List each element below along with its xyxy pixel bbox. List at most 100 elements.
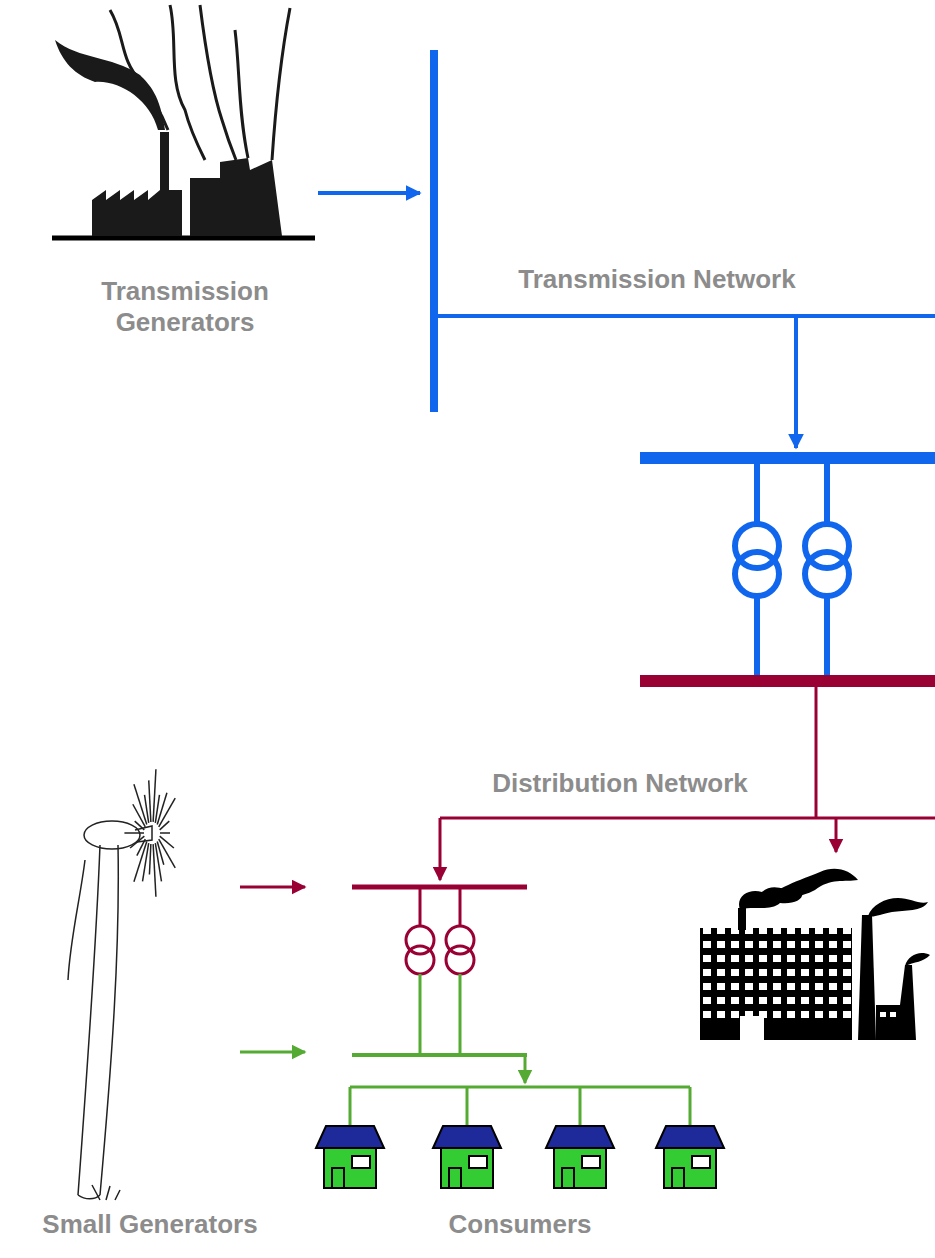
low-voltage-network-part xyxy=(459,974,462,1054)
transmission-network-part xyxy=(824,596,830,676)
low-voltage-network-part xyxy=(240,1051,305,1054)
transmission-network xyxy=(318,50,935,676)
houses-part xyxy=(352,1156,370,1168)
low-voltage-network-part xyxy=(524,1055,527,1083)
network-label: Transmission Network xyxy=(518,264,795,295)
industrial-consumer-icon-part xyxy=(905,953,930,966)
power-station-icon xyxy=(52,5,315,238)
wind-turbine-icon-part-part xyxy=(149,844,150,874)
distribution-network-part xyxy=(352,885,527,890)
transmission-network-part xyxy=(824,464,830,524)
industrial-consumer-icon-part xyxy=(876,965,916,1040)
node-label: Transmission Generators xyxy=(55,276,315,338)
power-station-icon-part xyxy=(170,5,205,160)
transmission-network-part xyxy=(430,50,438,412)
low-voltage-network-part xyxy=(689,1087,692,1126)
houses-part xyxy=(546,1126,614,1148)
wind-turbine-icon-part-part xyxy=(134,784,147,824)
transmission-network-part xyxy=(754,464,760,524)
wind-turbine-icon-part-part xyxy=(153,844,156,897)
transmission-network-part xyxy=(438,314,935,318)
low-voltage-network-part xyxy=(350,1086,690,1089)
wind-turbine-icon-part xyxy=(124,769,175,896)
distribution-network-part xyxy=(406,946,434,974)
distribution-network-part xyxy=(815,687,818,818)
wind-turbine-icon-part-part xyxy=(155,843,161,881)
distribution-network-part xyxy=(446,946,474,974)
low-voltage-network-part xyxy=(352,1053,527,1057)
houses-part xyxy=(672,1168,684,1188)
transmission-network-part xyxy=(318,191,420,195)
network-label: Distribution Network xyxy=(492,768,748,799)
low-voltage-network-part xyxy=(349,1087,352,1126)
distribution-network-part xyxy=(439,818,442,880)
icon-group: Consumers xyxy=(300,1110,740,1240)
houses-part xyxy=(562,1168,574,1188)
houses-part xyxy=(433,1126,501,1148)
low-voltage-network-part xyxy=(419,974,422,1054)
industrial-consumer-icon-part xyxy=(868,898,928,917)
transmission-network-part xyxy=(754,596,760,676)
industrial-consumer-icon-part xyxy=(700,928,852,1040)
wind-turbine-icon-part-part xyxy=(145,795,149,823)
wind-turbine-icon-part xyxy=(100,845,118,1195)
distribution-network-part xyxy=(419,889,422,926)
distribution-network-part xyxy=(459,889,462,926)
wind-turbine-icon-part-part xyxy=(143,843,149,881)
industrial-consumer-icon-part xyxy=(700,1018,852,1040)
transmission-network-part xyxy=(640,452,935,464)
distribution-network-part xyxy=(440,817,935,820)
houses-part xyxy=(692,1156,710,1168)
distribution-network-part xyxy=(640,675,935,687)
transmission-network-part xyxy=(805,552,849,596)
icon-group: Transmission Generators xyxy=(40,0,330,338)
icon-group: Small Generators xyxy=(0,780,300,1240)
industrial-consumer-icon-part xyxy=(880,1012,886,1017)
wind-turbine-icon-part-part xyxy=(130,836,144,848)
power-station-icon-part xyxy=(55,40,165,130)
houses-part xyxy=(324,1148,376,1188)
houses-part xyxy=(332,1168,344,1188)
low-voltage-network xyxy=(240,974,690,1126)
power-station-icon-part xyxy=(200,5,236,160)
industrial-consumer-icon-part xyxy=(760,869,858,905)
houses-part xyxy=(469,1156,487,1168)
power-station-icon-part xyxy=(235,30,248,158)
wind-turbine-icon-part-part xyxy=(160,821,170,830)
houses xyxy=(316,1126,724,1188)
power-station-icon-part xyxy=(52,236,315,241)
wind-turbine-icon-part xyxy=(92,1185,120,1200)
wind-turbine-icon-part-part xyxy=(160,836,174,848)
houses-part xyxy=(582,1156,600,1168)
industrial-consumer-icon xyxy=(700,869,930,1040)
transmission-network-part xyxy=(794,316,798,448)
industrial-consumer-icon-part xyxy=(740,1016,764,1040)
power-station-icon-part xyxy=(110,10,168,130)
node-label: Small Generators xyxy=(42,1209,257,1240)
houses-part xyxy=(316,1126,384,1148)
industrial-consumer-icon-part xyxy=(738,908,746,930)
houses-part xyxy=(664,1148,716,1188)
houses-part xyxy=(449,1168,461,1188)
power-station-icon-part xyxy=(92,132,182,236)
wind-turbine-icon-part xyxy=(84,821,140,849)
wind-turbine-icon-part xyxy=(68,860,85,980)
low-voltage-network-part xyxy=(466,1087,469,1126)
wind-turbine-icon-part xyxy=(78,845,100,1195)
houses-part xyxy=(656,1126,724,1148)
low-voltage-network-part xyxy=(579,1087,582,1126)
wind-turbine-icon-part-part xyxy=(160,832,170,834)
industrial-consumer-icon-part xyxy=(858,915,876,1040)
node-label: Consumers xyxy=(448,1209,591,1240)
distribution-network-part xyxy=(835,818,838,852)
wind-turbine-icon-part-part xyxy=(124,832,144,834)
power-station-icon-part xyxy=(272,8,290,160)
wind-turbine-icon xyxy=(68,769,175,1200)
wind-turbine-icon-part xyxy=(78,1195,100,1199)
houses-part xyxy=(441,1148,493,1188)
houses-part xyxy=(554,1148,606,1188)
industrial-consumer-icon-part xyxy=(890,1012,896,1017)
wind-turbine-icon-part-part xyxy=(149,780,151,822)
